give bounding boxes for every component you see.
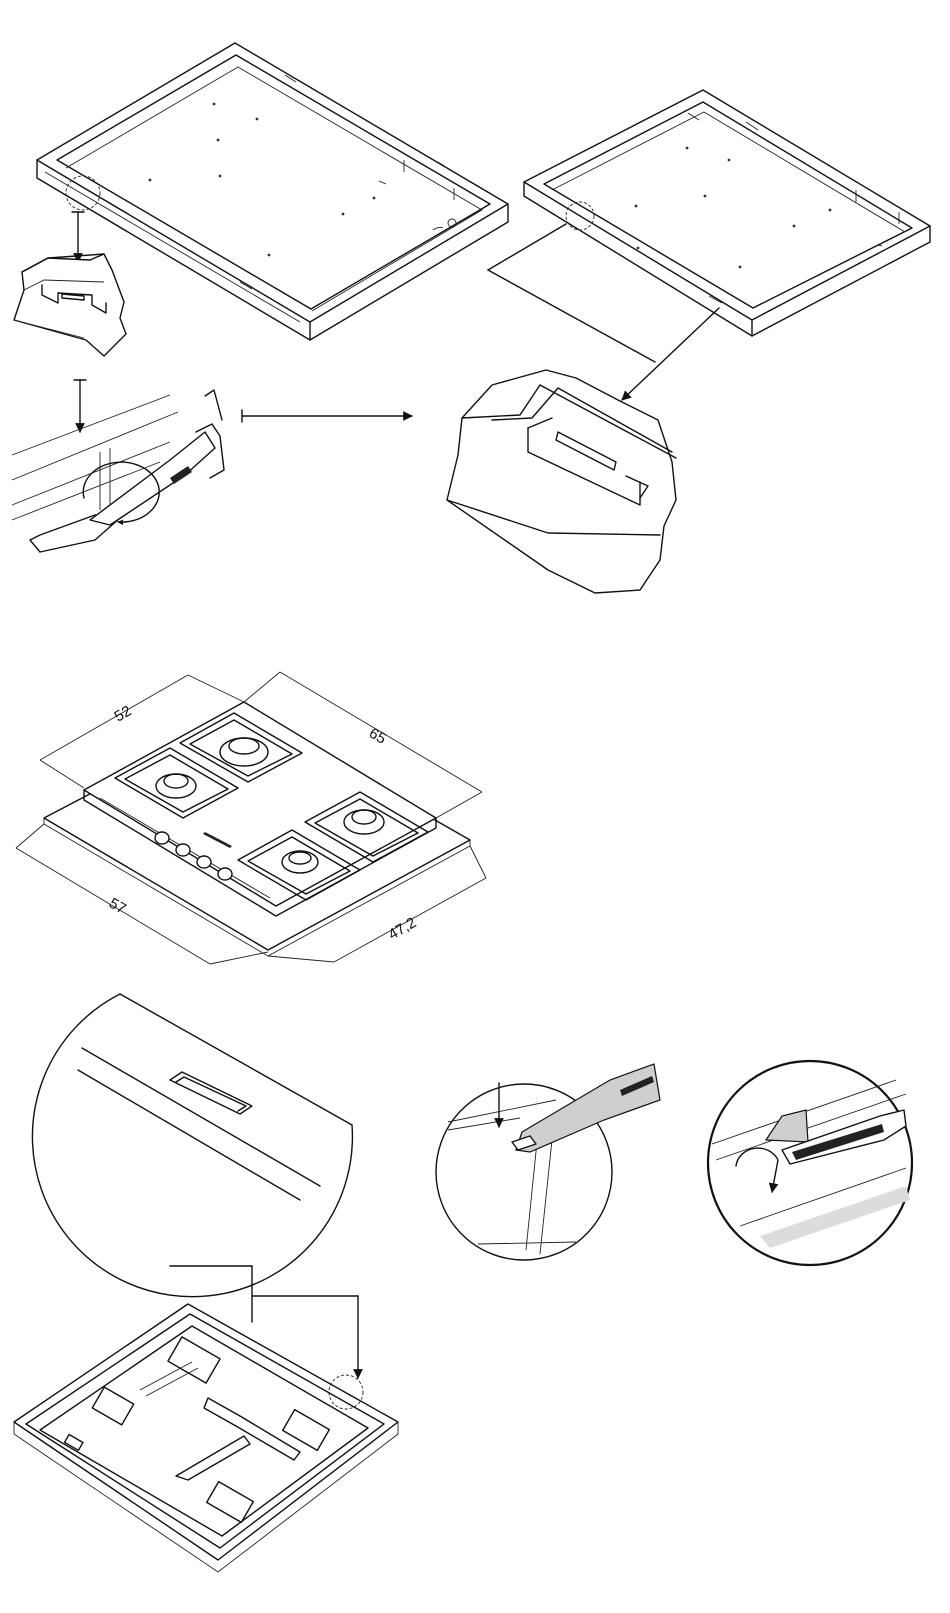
enlarged-clip-view — [447, 370, 676, 593]
dimension-label-cutout-depth: 47,2 — [386, 914, 420, 943]
dimension-label-depth: 52 — [112, 702, 135, 725]
detail-pliers-bending — [12, 380, 224, 552]
arrow-to-enlarged-clip — [622, 308, 719, 400]
bottom-frame-right — [488, 90, 930, 400]
arrow-right-to-enlarged-view — [242, 410, 412, 422]
dimension-label-width: 65 — [366, 725, 389, 748]
bend-arrow — [736, 1148, 778, 1192]
pliers-in-circle-detail — [436, 1064, 660, 1260]
hob-underside-tray — [14, 1266, 398, 1572]
slot-magnified-circle — [32, 994, 352, 1297]
dimension-label-cutout-width: 57 — [106, 895, 129, 918]
detail-slot-closeup — [14, 254, 126, 356]
hob-dimension-drawing: 52 65 57 47,2 — [16, 672, 486, 964]
bending-tab-circle-detail — [708, 1061, 912, 1265]
